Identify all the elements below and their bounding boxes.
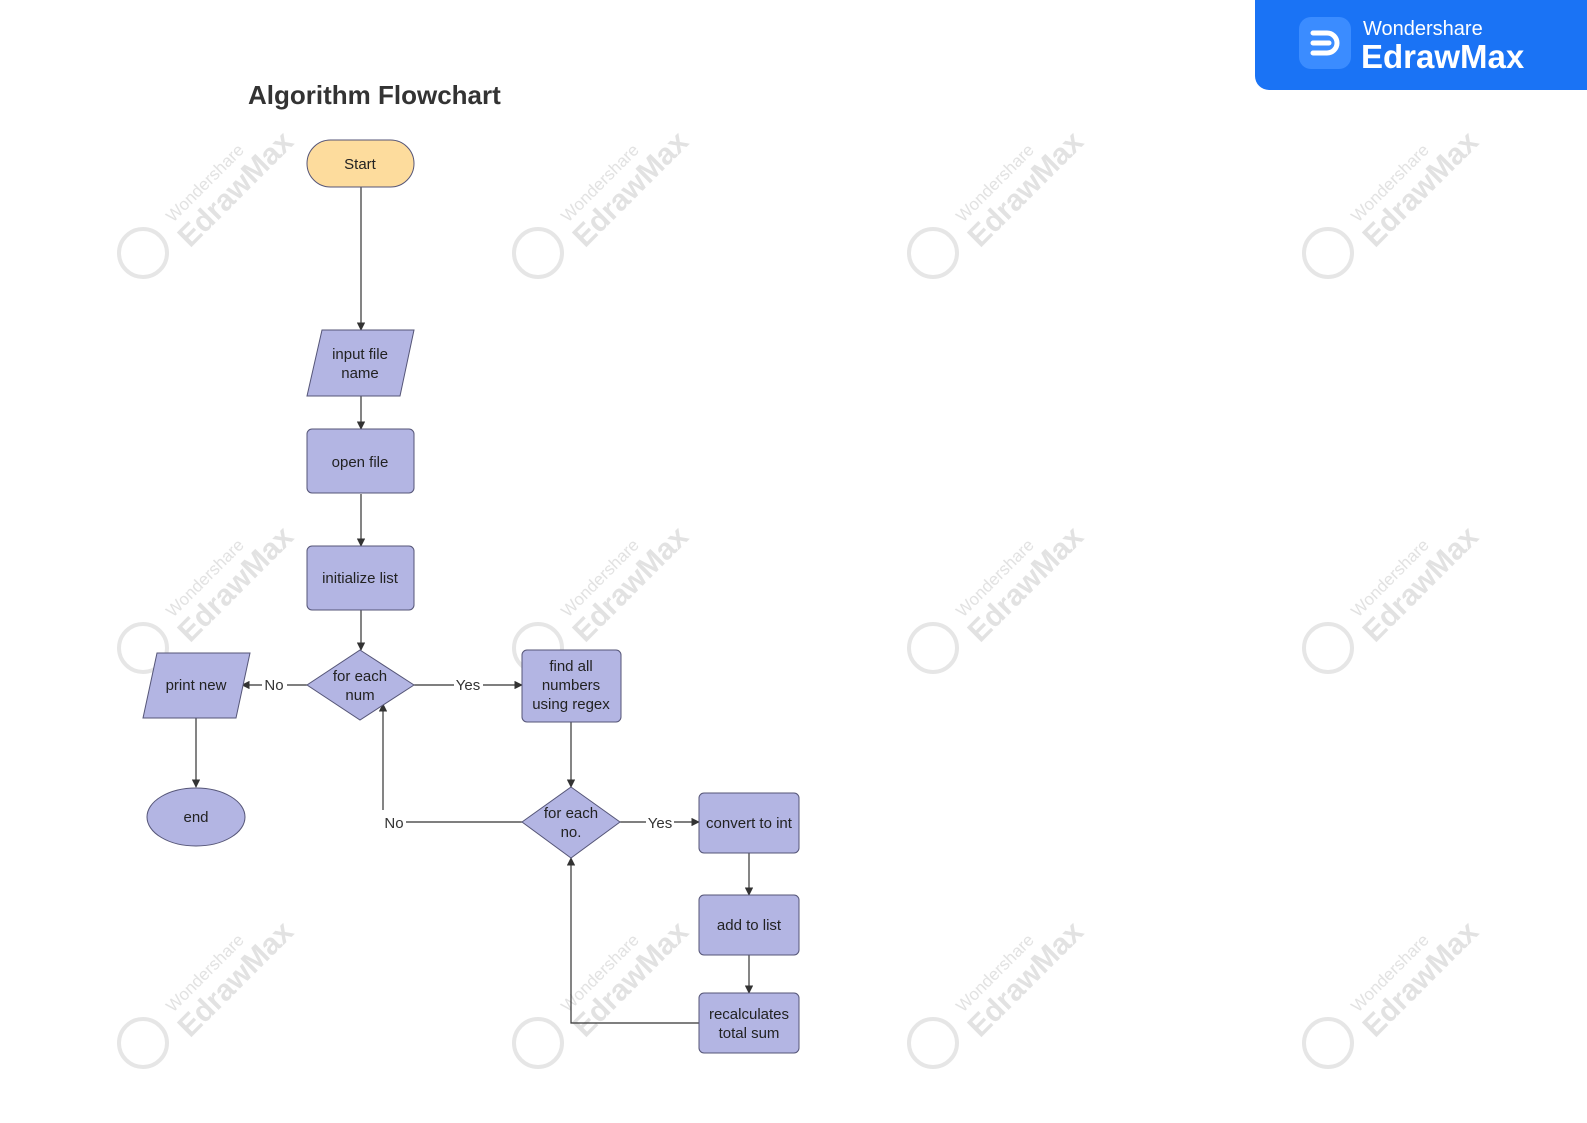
node-find-all-numbers[interactable]: find all numbers using regex (521, 649, 622, 723)
node-input-line1: input file (332, 346, 388, 363)
node-start[interactable]: Start (306, 139, 415, 188)
edge-recalc-to-foreach-no (566, 857, 699, 1024)
node-convert-label: convert to int (706, 815, 793, 832)
node-recalc-line1: recalculates (709, 1006, 789, 1023)
node-for-each-no-decision[interactable]: for each no. (521, 786, 621, 859)
connectors (191, 187, 754, 1024)
edge-label-yes: Yes (456, 677, 480, 694)
edrawmax-logo-icon (1299, 17, 1351, 69)
node-start-label: Start (344, 156, 377, 173)
node-print-new[interactable]: print new (142, 652, 251, 719)
edge-label-yes: Yes (648, 815, 672, 832)
node-find-line3: using regex (532, 696, 610, 713)
node-foreach-num-line1: for each (333, 668, 387, 685)
node-for-each-num-decision[interactable]: for each num (306, 649, 415, 721)
node-find-line1: find all (549, 658, 592, 675)
node-find-line2: numbers (542, 677, 600, 694)
node-convert-to-int[interactable]: convert to int (698, 792, 800, 854)
node-end[interactable]: end (146, 787, 246, 847)
node-open-label: open file (332, 454, 389, 471)
edrawmax-brand-badge[interactable]: Wondershare EdrawMax (1255, 0, 1587, 90)
node-end-label: end (183, 809, 208, 826)
node-print-label: print new (166, 677, 227, 694)
node-add-to-list[interactable]: add to list (698, 894, 800, 956)
node-recalc-line2: total sum (719, 1025, 780, 1042)
node-foreach-no-line2: no. (561, 824, 582, 841)
node-add-label: add to list (717, 917, 782, 934)
node-foreach-no-line1: for each (544, 805, 598, 822)
node-initialize-list[interactable]: initialize list (306, 545, 415, 611)
brand-edrawmax-label: EdrawMax (1361, 38, 1525, 75)
node-foreach-num-line2: num (345, 687, 374, 704)
brand-wondershare-label: Wondershare (1363, 18, 1483, 40)
page-title: Algorithm Flowchart (248, 80, 501, 110)
node-open-file[interactable]: open file (306, 428, 415, 494)
edge-label-no: No (384, 815, 403, 832)
node-recalculates-total-sum[interactable]: recalculates total sum (698, 992, 800, 1054)
node-init-label: initialize list (322, 570, 399, 587)
node-input-file-name[interactable]: input file name (306, 329, 415, 397)
node-input-line2: name (341, 365, 379, 382)
edge-label-no: No (264, 677, 283, 694)
